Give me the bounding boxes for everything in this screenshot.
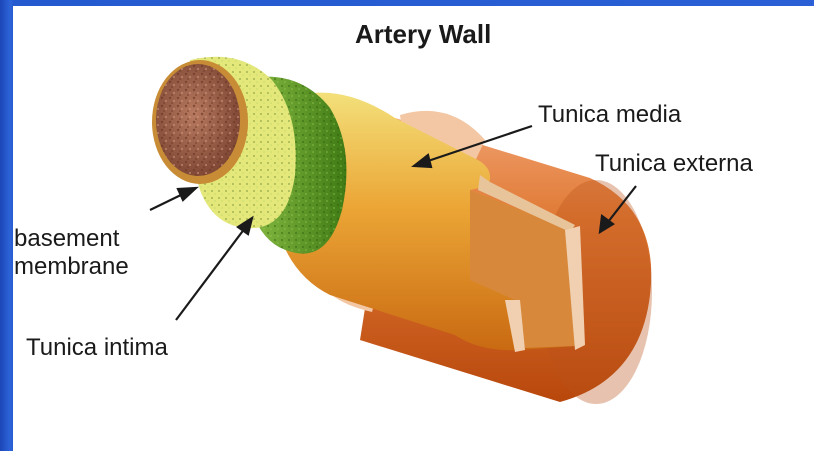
label-tunica-externa: Tunica externa: [595, 150, 753, 178]
label-basement-membrane: basement membrane: [14, 225, 174, 280]
label-tunica-intima: Tunica intima: [26, 334, 168, 362]
lumen-core: [152, 60, 248, 184]
diagram-title: Artery Wall: [355, 20, 491, 50]
label-tunica-media: Tunica media: [538, 101, 681, 129]
